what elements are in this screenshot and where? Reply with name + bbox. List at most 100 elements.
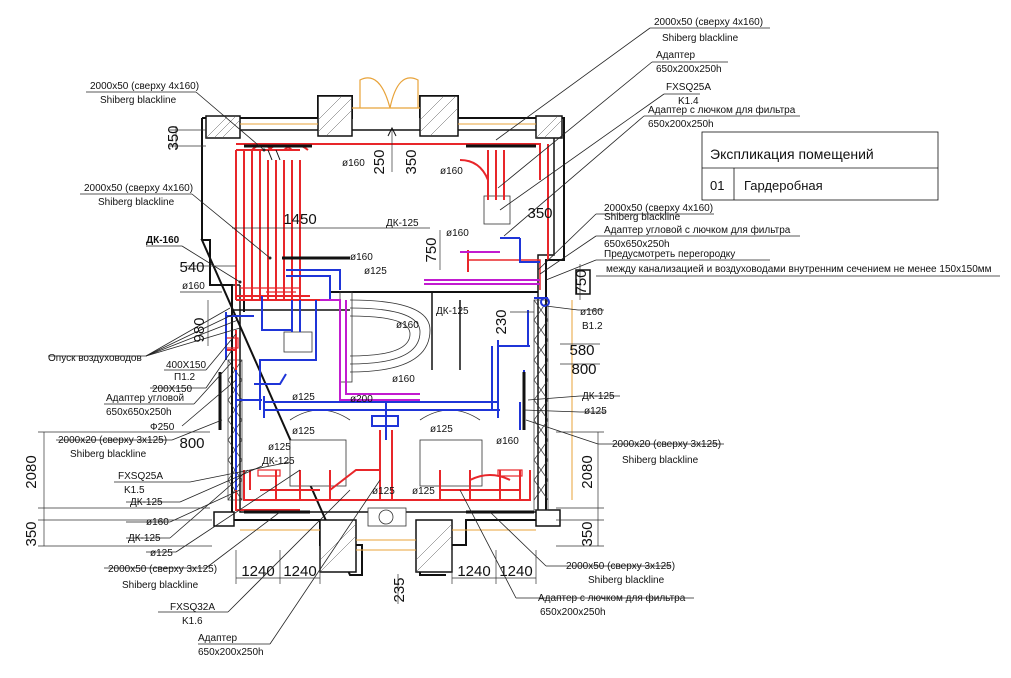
label-d200: ø200 — [350, 394, 373, 405]
callout-left-2-line1: 2000x50 (сверху 4x160) — [84, 183, 193, 194]
callout-opusk: Опуск воздуховодов — [48, 353, 142, 364]
callout-top-left-1-line2: Shiberg blackline — [100, 95, 177, 106]
callout-top-right-2-line2: 650x200x250h — [656, 64, 722, 75]
label-d160-e: ø160 — [396, 320, 419, 331]
dim-540: 540 — [179, 259, 204, 276]
callout-top-right-4-line2: 650x200x250h — [648, 119, 714, 130]
callout-right-b2-line1: 2000x20 (сверху 3x125) — [612, 439, 721, 450]
transfer-ducts — [320, 251, 540, 401]
dim-350-top-mid: 350 — [403, 149, 420, 174]
label-d125-g: ø125 — [412, 486, 435, 497]
callout-200: 200X150 — [152, 384, 192, 395]
stair-element — [339, 291, 431, 383]
dim-2080-right: 2080 — [579, 455, 596, 488]
section-markers — [267, 126, 397, 161]
leader-arrowheads — [238, 148, 272, 284]
callout-top-right-1-line2: Shiberg blackline — [662, 33, 739, 44]
dim-350-bottom-right: 350 — [579, 521, 596, 546]
callout-bottom-left-1-line1: 2000x50 (сверху 3x125) — [108, 564, 217, 575]
dim-2080-left: 2080 — [23, 455, 40, 488]
callout-fxsq32a-line2: K1.6 — [182, 616, 203, 627]
callout-right-b1-line1: ø160 — [580, 307, 603, 318]
dim-1240-c: 1240 — [457, 563, 490, 580]
label-d125-f: ø125 — [372, 486, 395, 497]
callout-bottom-right-2-line2: 650x200x250h — [540, 607, 606, 618]
dim-230: 230 — [493, 309, 510, 334]
dim-250: 250 — [371, 149, 388, 174]
callout-right-mid-2-line1: Адаптер угловой с лючком для фильтра — [604, 224, 791, 236]
label-d160-f: ø160 — [392, 374, 415, 385]
columns — [205, 95, 591, 573]
callout-d125-b: ø125 — [150, 548, 173, 559]
callout-top-right-4-line1: Адаптер с лючком для фильтра — [648, 104, 796, 116]
callout-bottom-left-1-line2: Shiberg blackline — [122, 580, 199, 591]
callout-phi250: Ф250 — [150, 422, 175, 433]
dim-1240-d: 1240 — [499, 563, 532, 580]
dimension-lines — [38, 126, 604, 604]
dim-580: 580 — [569, 342, 594, 359]
legend-row-name: Гардеробная — [744, 178, 823, 193]
dim-350-bottom-left: 350 — [23, 521, 40, 546]
label-d160-b: ø160 — [440, 166, 463, 177]
callout-left-bottom-1-line2: Shiberg blackline — [70, 449, 147, 460]
dim-750-left: 750 — [423, 237, 440, 262]
callout-400-line1: 400X150 — [166, 360, 206, 371]
callout-adapter-ugl-line1: Адаптер угловой — [106, 393, 184, 404]
dim-750-right: 750 — [573, 269, 590, 294]
callout-dk125-a: ДК-125 — [130, 497, 163, 508]
label-d125-e: ø125 — [268, 442, 291, 453]
callout-labels: 2000x50 (сверху 4x160) Shiberg blackline… — [48, 17, 992, 658]
callout-d160-b: ø160 — [146, 517, 169, 528]
label-dk125-mid: ДК-125 — [436, 306, 469, 317]
callout-left-2-line2: Shiberg blackline — [98, 197, 175, 208]
dimension-labels: 350 250 350 350 1450 750 750 540 980 230… — [23, 125, 597, 602]
label-d160-g: ø160 — [496, 436, 519, 447]
callout-fxsq25a-left-line1: FXSQ25A — [118, 471, 163, 482]
indoor-units — [283, 195, 511, 527]
dim-1240-b: 1240 — [283, 563, 316, 580]
callout-bottom-right-2-line1: Адаптер с лючком для фильтра — [538, 592, 686, 604]
leader-lines — [48, 27, 1000, 645]
callout-adapter-bottom-line2: 650x200x250h — [198, 647, 264, 658]
legend-table: Экспликация помещений 01 Гардеробная — [701, 131, 939, 201]
entrance-door — [352, 77, 420, 109]
callout-top-right-3-line2: K1.4 — [678, 96, 699, 107]
callout-right-dk125: ДК-125 — [582, 391, 615, 402]
label-d160-a: ø160 — [342, 158, 365, 169]
dim-350-top-left: 350 — [165, 125, 182, 150]
linear-grilles — [218, 144, 536, 514]
orange-window-lines — [240, 123, 573, 551]
callout-top-left-1-line1: 2000x50 (сверху 4x160) — [90, 81, 199, 92]
callout-top-right-3-line1: FXSQ25A — [666, 82, 711, 93]
label-d125-a: ø125 — [364, 266, 387, 277]
callout-right-b2-line2: Shiberg blackline — [622, 455, 699, 466]
label-d160-c: ø160 — [446, 228, 469, 239]
callout-left-bottom-1-line1: 2000x20 (сверху 3x125) — [58, 435, 167, 446]
legend-title: Экспликация помещений — [710, 146, 874, 162]
dim-235: 235 — [391, 577, 408, 602]
dim-800-right: 800 — [571, 361, 596, 378]
dim-980: 980 — [191, 317, 208, 342]
callout-top-right-2-line1: Адаптер — [656, 50, 696, 61]
callout-d160-left: ø160 — [182, 281, 205, 292]
callout-top-right-1-line1: 2000x50 (сверху 4x160) — [654, 17, 763, 28]
callout-dk160: ДК-160 — [146, 235, 180, 246]
label-dk125-low: ДК-125 — [262, 456, 295, 467]
callout-400-line2: П1.2 — [174, 372, 196, 383]
callout-bottom-right-1-line1: 2000x50 (сверху 3x125) — [566, 561, 675, 572]
dim-1240-a: 1240 — [241, 563, 274, 580]
callout-right-d125: ø125 — [584, 406, 607, 417]
dim-350-top-right: 350 — [527, 205, 552, 222]
callout-bottom-right-1-line2: Shiberg blackline — [588, 575, 665, 586]
callout-right-mid-2-line2: 650x650x250h — [604, 239, 670, 250]
callout-right-mid-3-line1: Предусмотреть перегородку — [604, 249, 735, 260]
label-d125-c: ø125 — [292, 426, 315, 437]
callout-right-mid-1-line1: 2000x50 (сверху 4x160) — [604, 203, 713, 214]
label-d160-d: ø160 — [350, 252, 373, 263]
callout-fxsq32a-line1: FXSQ32A — [170, 602, 215, 613]
exhaust-ducts — [225, 237, 540, 490]
label-d125-b: ø125 — [292, 392, 315, 403]
callout-right-b1-line2: B1.2 — [582, 321, 603, 332]
dim-800-left: 800 — [179, 435, 204, 452]
